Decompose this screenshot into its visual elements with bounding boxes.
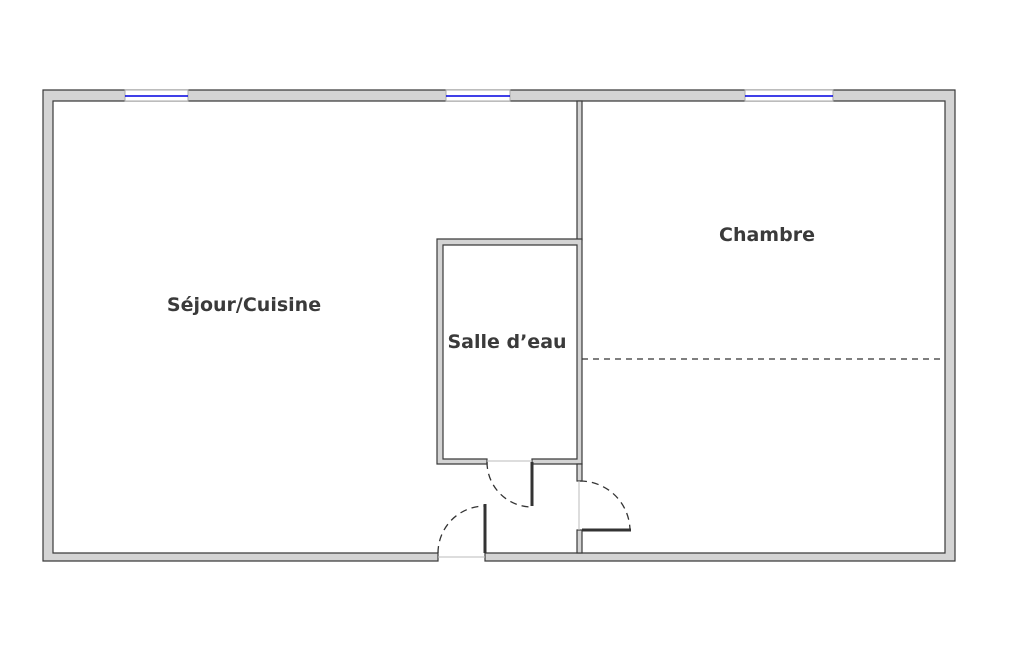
room-label-chambre: Chambre — [719, 224, 815, 246]
room-label-salle-deau: Salle d’eau — [447, 331, 566, 353]
room-label-sejour-cuisine: Séjour/Cuisine — [167, 294, 321, 316]
exterior-walls — [42, 89, 956, 562]
windows — [124, 89, 834, 102]
interior-walls — [436, 100, 583, 554]
doors — [437, 460, 631, 558]
